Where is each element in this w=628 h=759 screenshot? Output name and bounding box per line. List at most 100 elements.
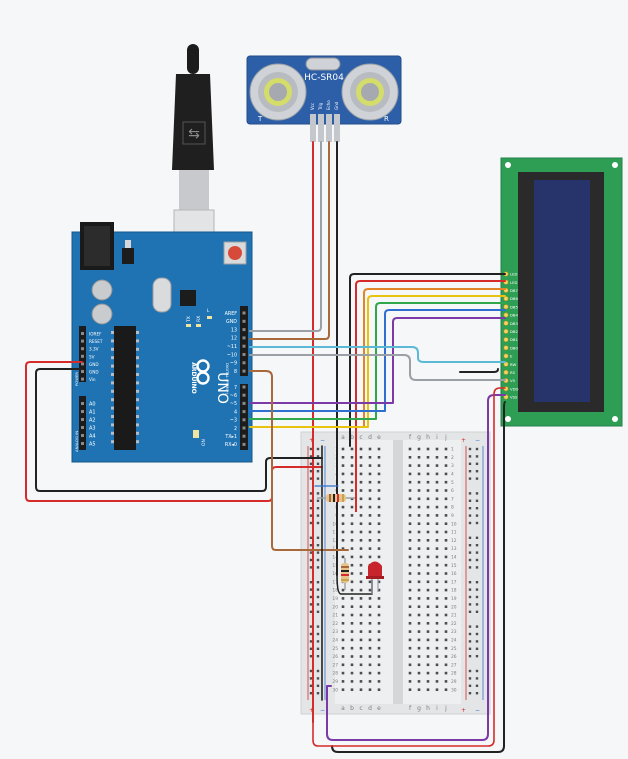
row-label: 10 (332, 521, 338, 527)
header-pin[interactable] (81, 442, 84, 445)
rail-minus-label: − (320, 707, 325, 714)
header-pin[interactable] (81, 418, 84, 421)
row-label: 25 (451, 646, 457, 652)
header-pin[interactable] (242, 434, 246, 438)
lcd-display[interactable]: LEDLEDDB7DB6DB5DB4DB3DB2DB1DB0ERWRSV0VDD… (500, 157, 623, 427)
row-label: 15 (332, 563, 338, 569)
header-pin[interactable] (242, 319, 246, 323)
rx-label: RX (196, 316, 202, 322)
digital-pin-label: 7 (234, 385, 237, 391)
row-label: 30 (332, 687, 338, 693)
lcd-pin[interactable] (503, 337, 509, 343)
analog-pin-label: A2 (89, 418, 96, 424)
wire-lcd-cyan (249, 346, 506, 363)
header-pin[interactable] (242, 336, 246, 340)
lcd-pin-label: DB0 (510, 345, 519, 350)
row-label: 8 (451, 505, 454, 511)
ultrasonic-sensor[interactable]: HC-SR04 T R Vcc Trig Echo Gnd (246, 55, 402, 142)
header-pin[interactable] (242, 393, 246, 397)
header-pin[interactable] (242, 410, 246, 414)
header-pin[interactable] (81, 377, 84, 381)
header-pin[interactable] (242, 328, 246, 332)
wire-sensor-echo (249, 141, 330, 340)
column-label: b (350, 434, 354, 441)
analog-pin-label: A0 (89, 402, 96, 408)
header-pin[interactable] (81, 426, 84, 429)
row-label: 18 (332, 588, 338, 594)
power-pin-label: 3.3V (89, 347, 99, 352)
lcd-pin[interactable] (503, 304, 509, 310)
lcd-pin-header: LEDLEDDB7DB6DB5DB4DB3DB2DB1DB0ERWRSV0VDD… (503, 271, 519, 400)
column-label: j (444, 434, 447, 441)
header-pin[interactable] (81, 347, 84, 351)
row-label: 19 (451, 596, 457, 602)
header-pin[interactable] (81, 370, 84, 373)
power-pin-label: RESET (89, 339, 103, 344)
lcd-pin[interactable] (503, 345, 509, 351)
header-pin[interactable] (242, 385, 246, 389)
row-label: 12 (451, 538, 457, 544)
resistor-1[interactable] (317, 494, 356, 502)
header-pin[interactable] (81, 362, 84, 366)
row-label: 24 (451, 638, 457, 644)
lcd-pin-label: V0 (510, 378, 516, 383)
row-label: 1 (451, 447, 454, 453)
header-pin[interactable] (242, 311, 246, 315)
header-pin[interactable] (81, 332, 84, 335)
row-label: 18 (451, 588, 457, 594)
header-pin[interactable] (242, 401, 246, 405)
header-pin[interactable] (81, 354, 84, 358)
lcd-pin[interactable] (503, 296, 509, 302)
wire-pin8-led (249, 370, 349, 551)
header-pin[interactable] (81, 410, 84, 413)
arduino-uno-board[interactable]: TX RX L ON ARDUINO UNO IOREFRESET3.3V5VG… (71, 222, 253, 463)
wire-lcd-orange (249, 288, 506, 428)
column-label: e (377, 434, 381, 441)
row-label: 15 (451, 563, 457, 569)
analog-pin-label: A3 (89, 426, 96, 432)
on-label: ON (201, 439, 207, 446)
lcd-pin[interactable] (503, 320, 509, 326)
digital-pin-label: AREF (225, 311, 238, 317)
header-pin[interactable] (81, 434, 84, 437)
lcd-pin[interactable] (503, 369, 509, 375)
rail-plus-label: + (309, 707, 314, 714)
header-pin[interactable] (242, 361, 246, 365)
sensor-right-mark: R (384, 115, 389, 123)
column-label: i (436, 705, 438, 712)
header-pin[interactable] (242, 418, 246, 422)
digital-pin-label: 12 (231, 336, 237, 342)
header-pin[interactable] (81, 402, 84, 405)
wire-lcd-black-rw (459, 368, 499, 373)
reset-button[interactable] (223, 241, 247, 265)
column-label: f (409, 434, 412, 441)
l-led-label: L (207, 308, 210, 314)
wire-lcd-led (312, 387, 506, 747)
lcd-pin-label: DB7 (510, 288, 519, 293)
sensor-pin-label: Trig (318, 102, 323, 111)
header-pin[interactable] (242, 344, 246, 348)
header-pin[interactable] (81, 339, 84, 343)
lcd-pin[interactable] (503, 328, 509, 334)
header-pin[interactable] (242, 353, 246, 356)
red-led[interactable] (366, 561, 384, 595)
header-pin[interactable] (242, 426, 246, 430)
row-label: 24 (332, 638, 338, 644)
row-label: 23 (332, 629, 338, 635)
row-label: 17 (332, 579, 338, 585)
lcd-pin-label: RS (510, 370, 516, 375)
row-label: 21 (451, 613, 457, 619)
lcd-pin[interactable] (503, 312, 509, 318)
analog-pin-label: A5 (89, 442, 96, 448)
resistor-2[interactable] (341, 558, 349, 590)
lcd-pin[interactable] (503, 353, 509, 359)
header-pin[interactable] (242, 442, 246, 446)
column-label: a (341, 434, 345, 441)
lcd-pin-label: DB6 (510, 296, 519, 301)
row-label: 9 (451, 513, 454, 519)
digital-pin-label: 2 (234, 426, 237, 432)
header-pin[interactable] (242, 369, 246, 373)
sensor-model-label: HC-SR04 (304, 73, 344, 83)
